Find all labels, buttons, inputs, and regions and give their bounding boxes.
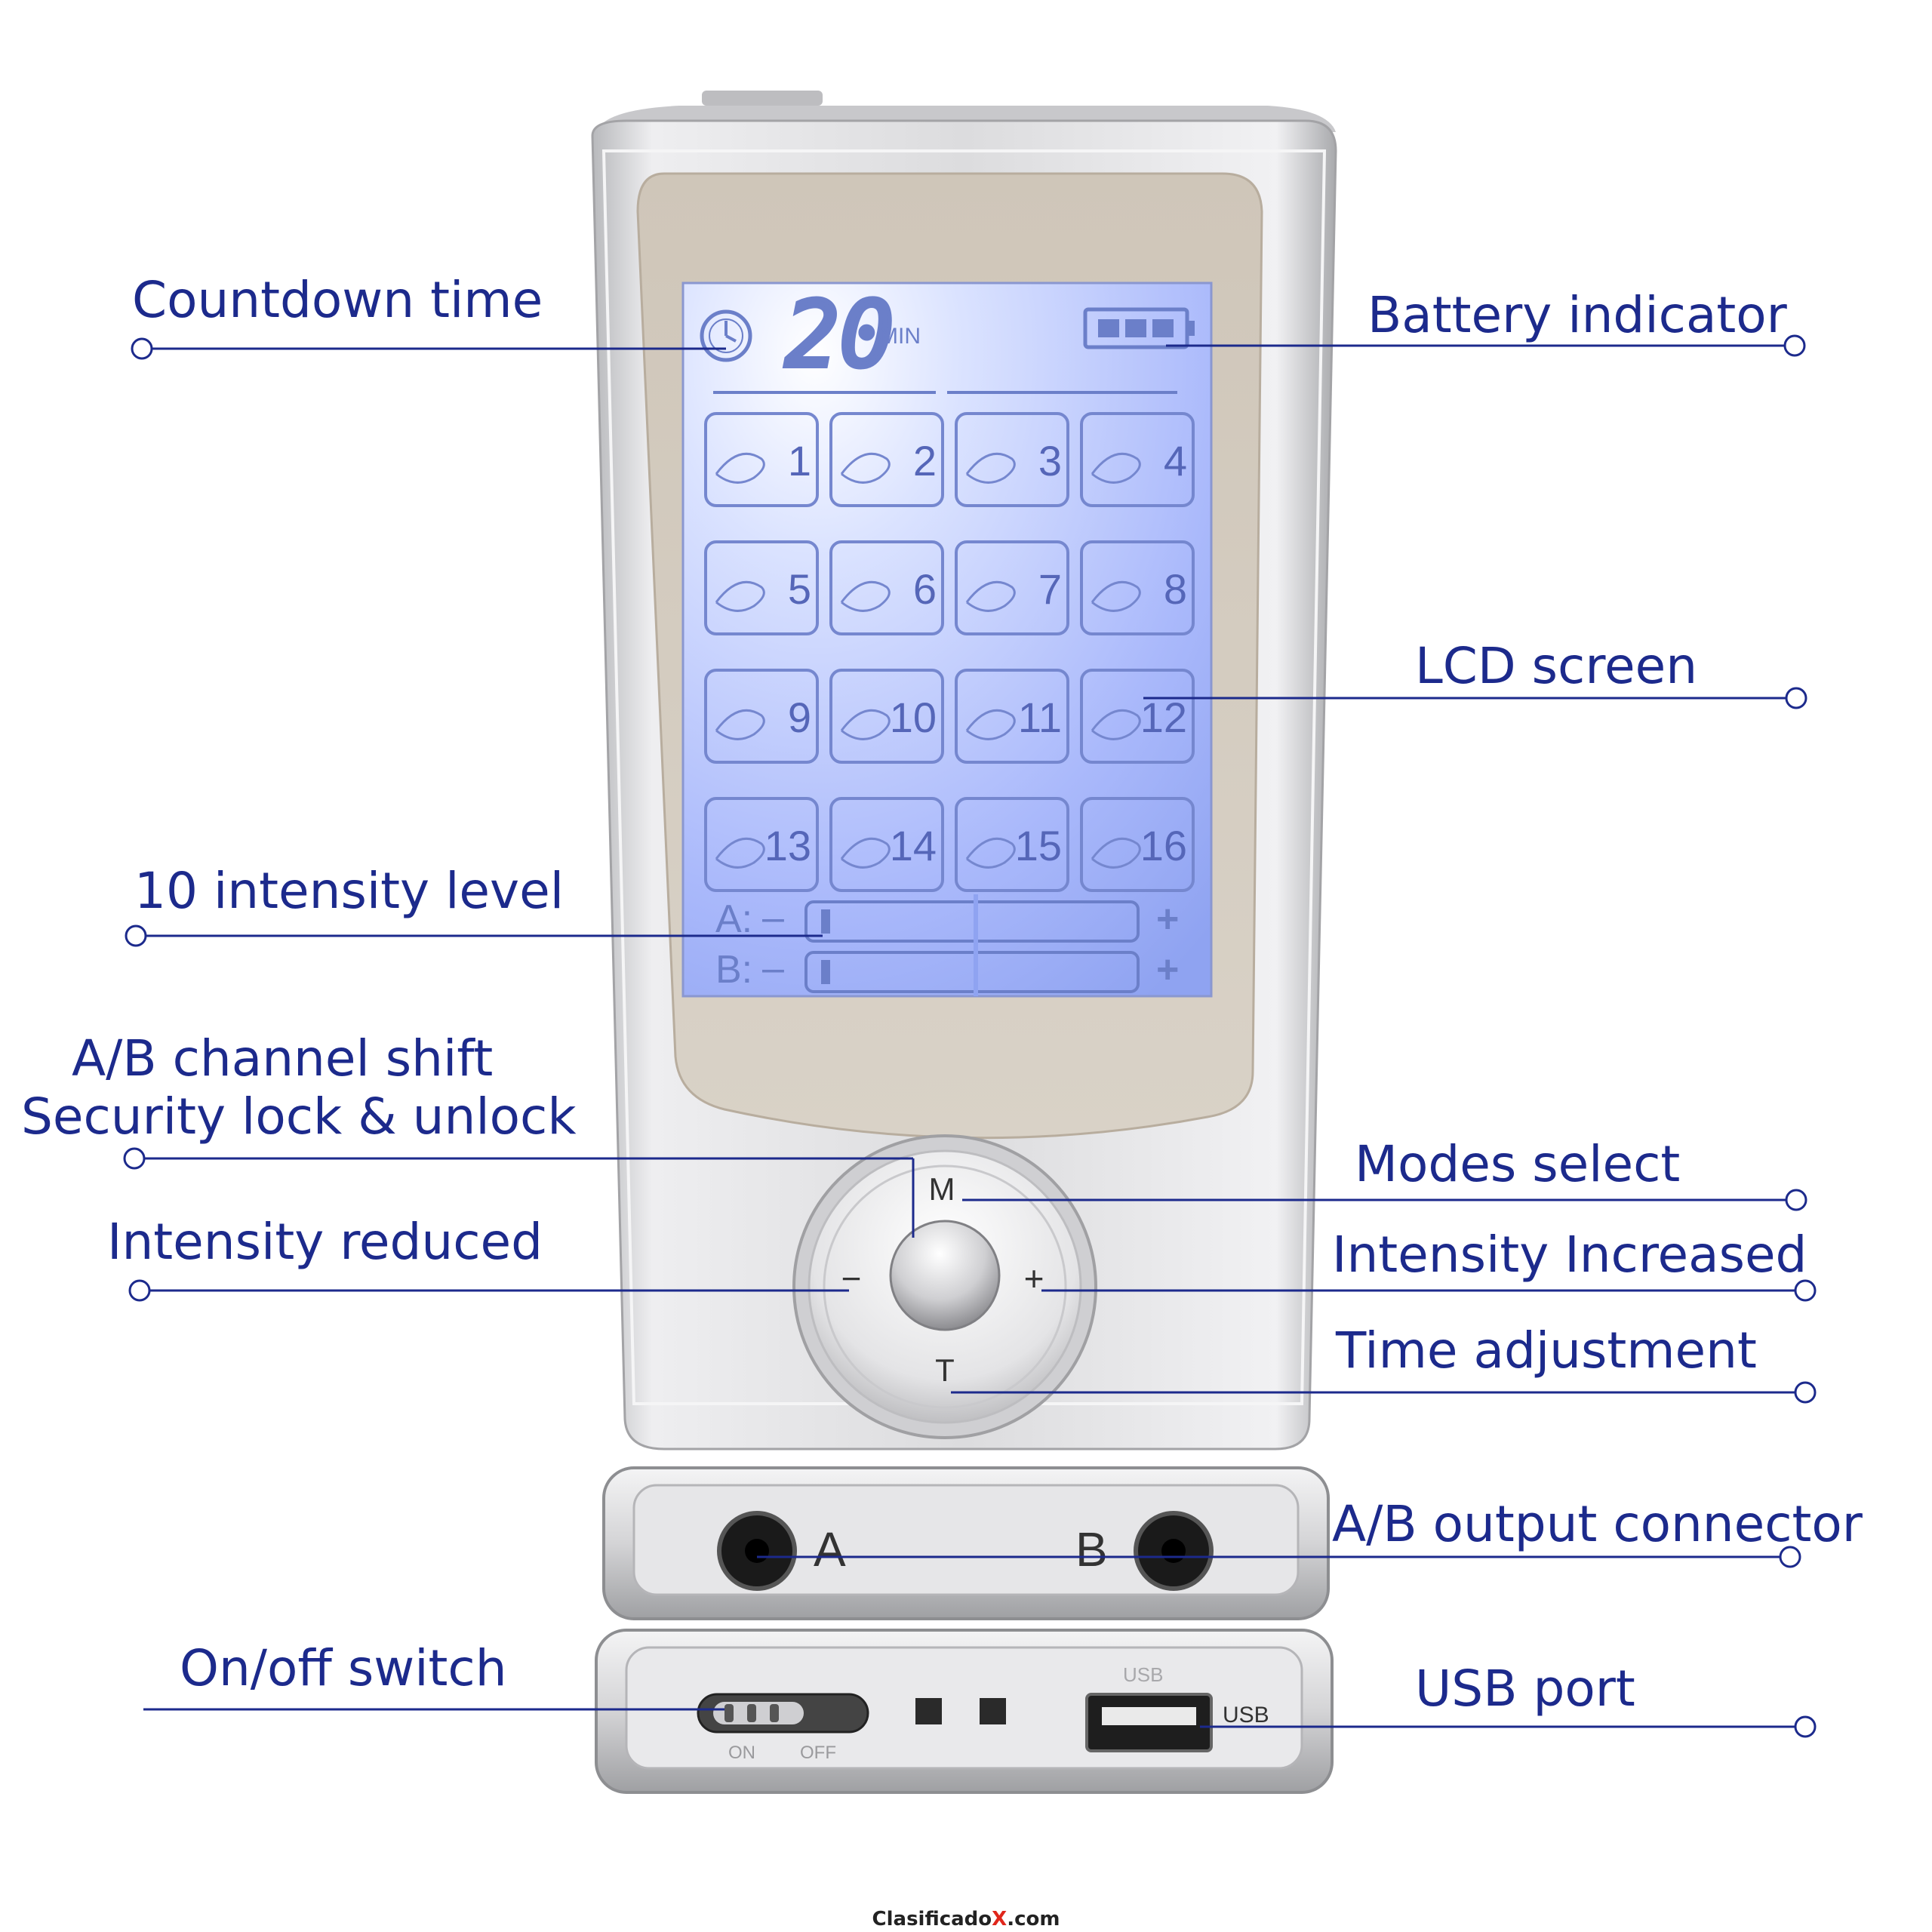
callout-lines [123, 334, 1817, 1738]
body-part-icon [965, 580, 1016, 612]
channel-b-level [821, 960, 830, 984]
mode-number-3: 3 [1038, 437, 1062, 485]
jack-a-label: A [814, 1522, 846, 1577]
plus-button[interactable]: + [1024, 1259, 1044, 1298]
mode-button[interactable]: M [929, 1171, 955, 1207]
mode-box-16 [1080, 797, 1195, 892]
mode-number-5: 5 [788, 565, 811, 613]
mode-number-6: 6 [913, 565, 937, 613]
clock-icon [700, 309, 752, 362]
body-part-icon [840, 837, 891, 869]
label-security-lock: Security lock & unlock [21, 1088, 577, 1146]
switch-on-label: ON [728, 1743, 755, 1763]
label-onoff-switch: On/off switch [180, 1639, 507, 1697]
channel-b-minus: – [762, 946, 784, 990]
label-intensity-increased: Intensity Increased [1332, 1226, 1807, 1284]
watermark-post: .com [1007, 1908, 1060, 1930]
mode-number-7: 7 [1038, 565, 1062, 613]
label-channel-shift: A/B channel shift [72, 1029, 494, 1088]
body-part-icon [965, 837, 1016, 869]
body-part-icon [1091, 837, 1141, 869]
mode-box-14 [829, 797, 944, 892]
label-usb-port: USB port [1415, 1660, 1635, 1718]
mode-box-13 [704, 797, 819, 892]
mode-box-11 [955, 669, 1069, 764]
battery-icon [1083, 307, 1195, 349]
label-output-connector: A/B output connector [1332, 1495, 1863, 1553]
channel-a-minus: – [762, 896, 784, 940]
mode-box-12 [1080, 669, 1195, 764]
mode-box-2 [829, 412, 944, 507]
channel-a-bar [804, 900, 1140, 943]
mode-number-9: 9 [788, 694, 811, 741]
label-countdown-time: Countdown time [132, 271, 543, 329]
label-battery-indicator: Battery indicator [1367, 286, 1787, 344]
body-part-icon [840, 709, 891, 740]
mode-number-8: 8 [1164, 565, 1187, 613]
label-modes-select: Modes select [1355, 1135, 1681, 1193]
watermark: ClasificadoX.com [0, 1908, 1932, 1930]
channel-a-plus: + [1156, 897, 1179, 941]
mode-box-10 [829, 669, 944, 764]
watermark-pre: Clasificado [872, 1908, 992, 1930]
mode-box-5 [704, 540, 819, 635]
body-part-icon [715, 709, 765, 740]
label-lcd-screen: LCD screen [1415, 637, 1698, 695]
mode-box-1 [704, 412, 819, 507]
mode-number-16: 16 [1140, 822, 1187, 869]
switch-off-label: OFF [800, 1743, 836, 1763]
channel-b-bar [804, 951, 1140, 993]
power-switch[interactable] [697, 1693, 869, 1734]
mode-box-4 [1080, 412, 1195, 507]
body-part-icon [965, 709, 1016, 740]
body-part-icon [840, 452, 891, 484]
jack-b-label: B [1075, 1522, 1108, 1577]
body-part-icon [715, 580, 765, 612]
mode-number-2: 2 [913, 437, 937, 485]
mode-box-9 [704, 669, 819, 764]
mode-number-1: 1 [788, 437, 811, 485]
label-intensity-level: 10 intensity level [134, 862, 565, 920]
usb-side-label: USB [1223, 1703, 1269, 1727]
indicator-led-1 [915, 1698, 942, 1724]
time-button[interactable]: T [935, 1352, 955, 1388]
mode-number-15: 15 [1015, 822, 1062, 869]
mode-box-6 [829, 540, 944, 635]
watermark-x: X [992, 1908, 1008, 1930]
lcd-timer-value: 20 [785, 283, 894, 388]
body-part-icon [840, 580, 891, 612]
indicator-led-2 [980, 1698, 1006, 1724]
lcd-timer-unit: MIN [879, 324, 921, 349]
mode-box-7 [955, 540, 1069, 635]
mode-number-4: 4 [1164, 437, 1187, 485]
body-part-icon [1091, 580, 1141, 612]
body-part-icon [965, 452, 1016, 484]
body-part-icon [1091, 709, 1141, 740]
usb-port[interactable] [1085, 1693, 1213, 1752]
usb-top-label: USB [1123, 1663, 1163, 1686]
body-part-icon [1091, 452, 1141, 484]
channel-b-plus: + [1156, 948, 1179, 992]
label-intensity-reduced: Intensity reduced [107, 1213, 543, 1271]
center-lock-button[interactable] [889, 1220, 1001, 1331]
mode-box-15 [955, 797, 1069, 892]
body-part-icon [715, 837, 765, 869]
mode-number-13: 13 [764, 822, 811, 869]
mode-number-12: 12 [1140, 694, 1187, 741]
channel-a-level [821, 909, 830, 934]
label-time-adjustment: Time adjustment [1336, 1321, 1757, 1380]
mode-number-14: 14 [890, 822, 937, 869]
mode-number-11: 11 [1018, 694, 1062, 741]
mode-number-10: 10 [890, 694, 937, 741]
mode-box-8 [1080, 540, 1195, 635]
minus-button[interactable]: − [841, 1259, 862, 1298]
channel-b-label: B: [715, 948, 752, 992]
mode-box-3 [955, 412, 1069, 507]
body-part-icon [715, 452, 765, 484]
channel-a-label: A: [715, 897, 752, 941]
